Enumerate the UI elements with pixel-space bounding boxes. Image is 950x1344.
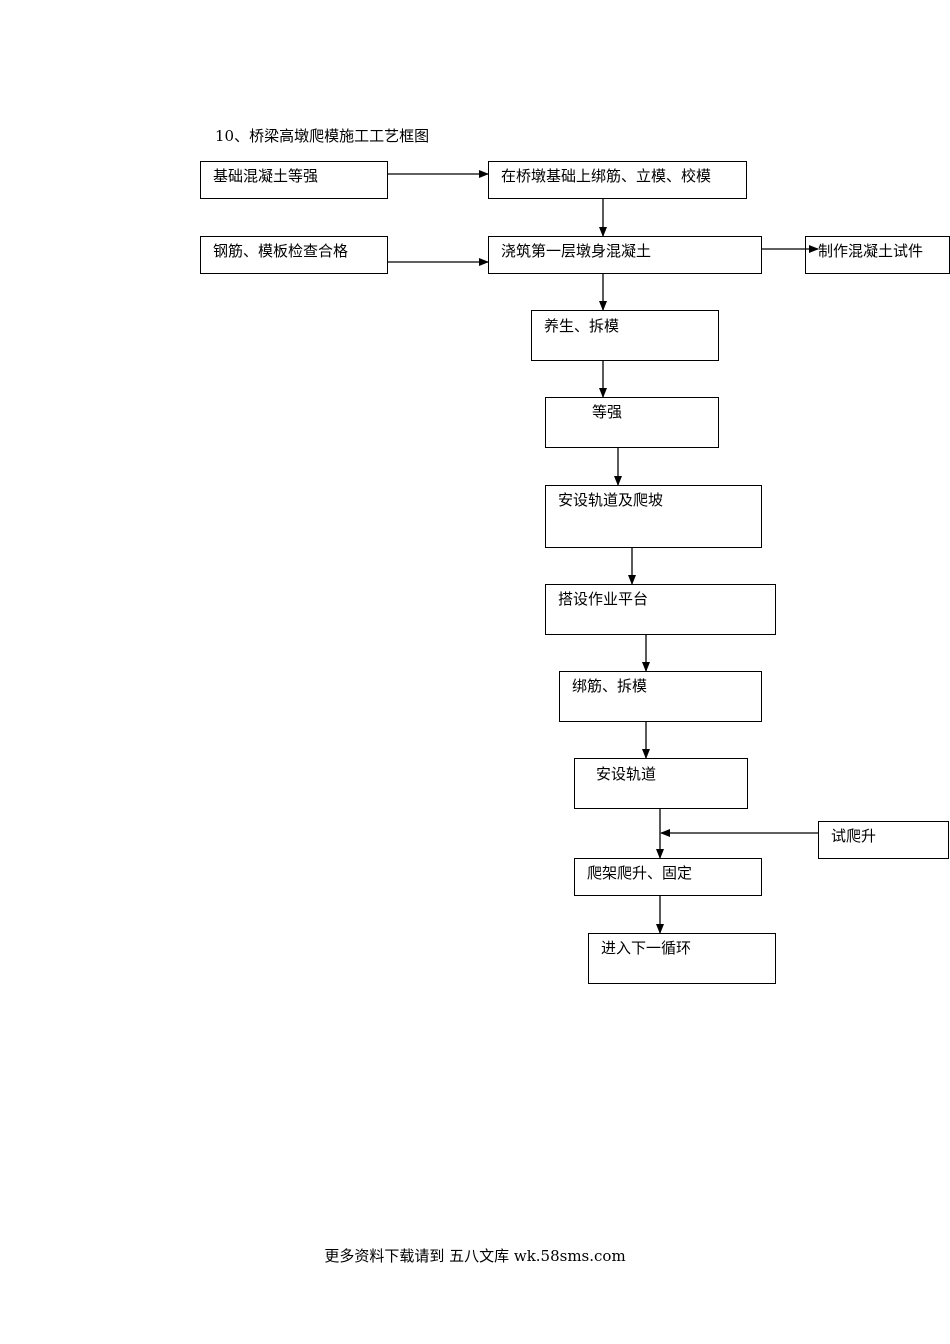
- footer-text: 更多资料下载请到 五八文库 wk.58sms.com: [324, 1247, 626, 1265]
- box-bind-rebar: 在桥墩基础上绑筋、立模、校模: [488, 161, 747, 199]
- box-label: 养生、拆模: [544, 317, 620, 335]
- box-next-cycle: 进入下一循环: [588, 933, 776, 984]
- box-label: 搭设作业平台: [558, 590, 649, 608]
- box-rebar-check: 钢筋、模板检查合格: [200, 236, 388, 274]
- box-pour-first-layer: 浇筑第一层墩身混凝土: [488, 236, 762, 274]
- box-trial-climb: 试爬升: [818, 821, 949, 859]
- box-label: 在桥墩基础上绑筋、立模、校模: [501, 167, 712, 185]
- box-rebar-demold: 绑筋、拆模: [559, 671, 762, 722]
- box-climb-fix: 爬架爬升、固定: [574, 858, 762, 896]
- box-label: 安设轨道: [596, 765, 657, 783]
- box-label: 绑筋、拆模: [572, 677, 648, 695]
- box-label: 爬架爬升、固定: [587, 864, 693, 882]
- box-install-track: 安设轨道及爬坡: [545, 485, 762, 548]
- box-label: 试爬升: [831, 827, 877, 845]
- box-label: 等强: [592, 403, 623, 421]
- box-wait-strength: 等强: [545, 397, 719, 448]
- box-build-platform: 搭设作业平台: [545, 584, 776, 635]
- diagram-title: 10、桥梁高墩爬模施工工艺框图: [215, 127, 430, 145]
- box-label: 进入下一循环: [601, 939, 692, 957]
- box-install-rail: 安设轨道: [574, 758, 748, 809]
- box-label: 安设轨道及爬坡: [558, 491, 664, 509]
- box-label: 浇筑第一层墩身混凝土: [501, 242, 652, 260]
- box-label: 制作混凝土试件: [818, 242, 924, 260]
- box-make-specimen: 制作混凝土试件: [805, 236, 950, 274]
- box-label: 钢筋、模板检查合格: [213, 242, 349, 260]
- box-label: 基础混凝土等强: [213, 167, 319, 185]
- box-base-strength: 基础混凝土等强: [200, 161, 388, 199]
- box-cure-demold: 养生、拆模: [531, 310, 719, 361]
